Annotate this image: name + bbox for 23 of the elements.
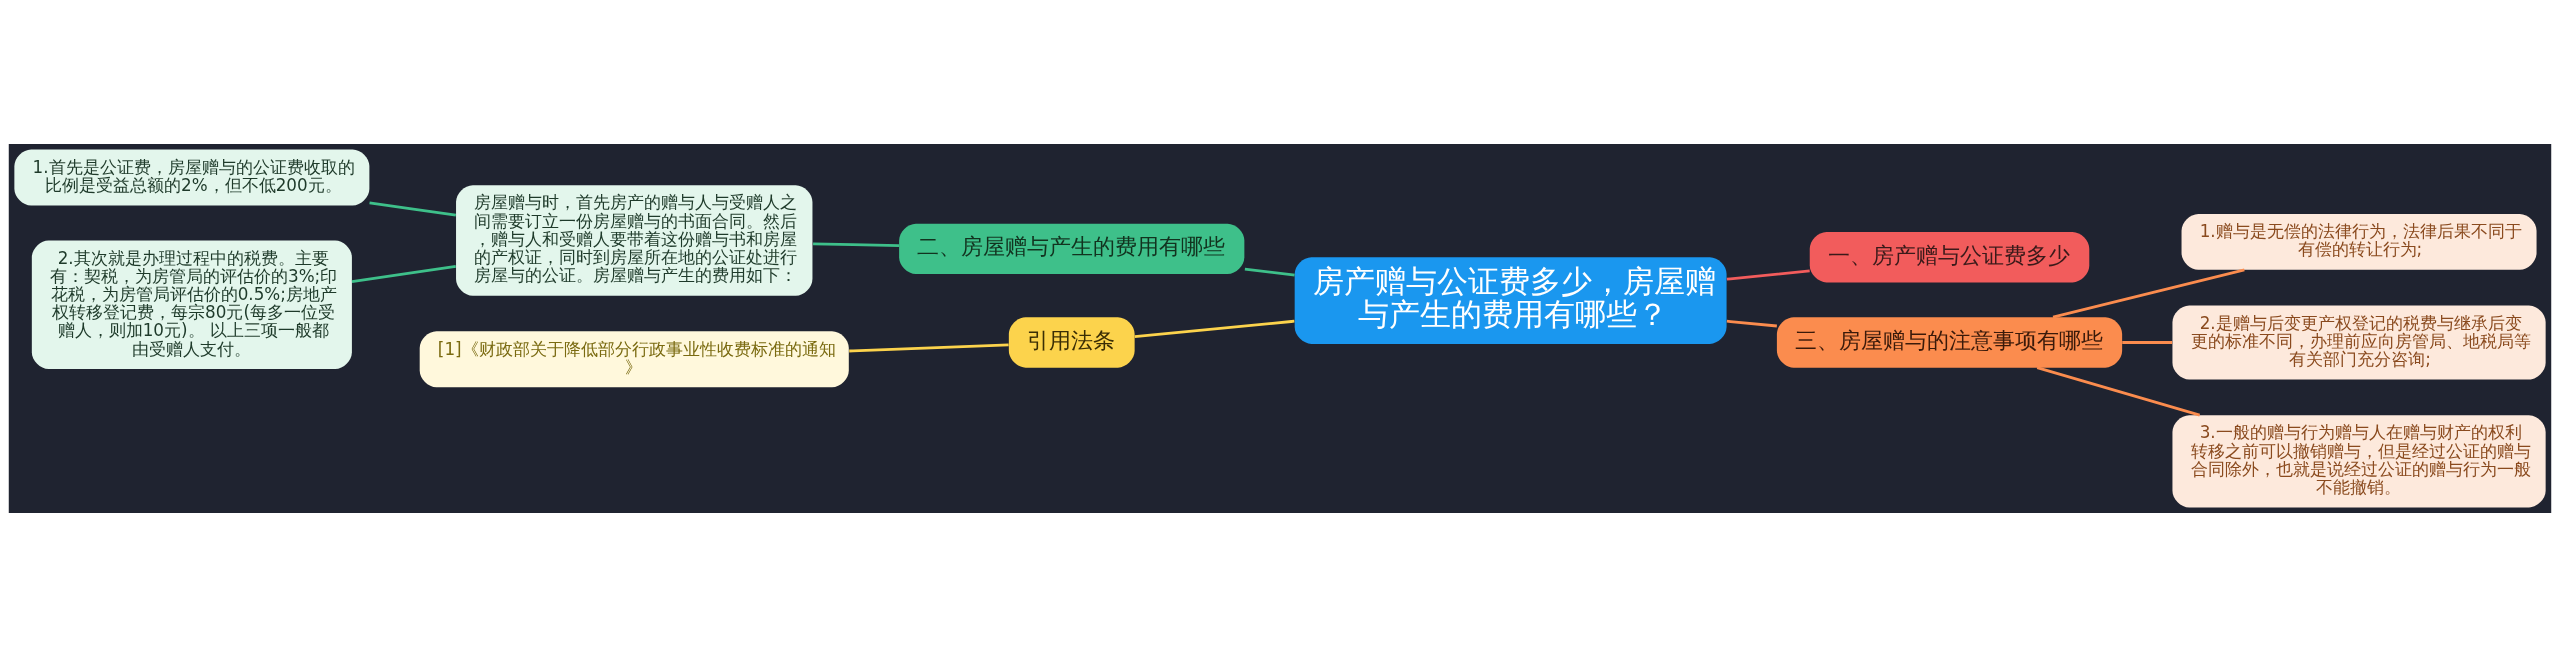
node-box: 二、房屋赠与产生的费用有哪些 — [899, 223, 1245, 274]
connector — [2036, 366, 2201, 417]
connector — [849, 343, 1009, 353]
connector — [2052, 268, 2245, 319]
connector — [369, 201, 457, 217]
connector — [2122, 341, 2173, 344]
node-box: 2.是赠与后变更产权登记的税费与继承后变更的标准不同，办理前应向房管局、地税局等有关部门充分咨询; — [2172, 305, 2546, 380]
connector — [1244, 267, 1295, 277]
connector — [1726, 319, 1777, 328]
node-box: 房产赠与公证费多少，房屋赠与产生的费用有哪些？ — [1294, 257, 1727, 344]
node-box: [1]《财政部关于降低部分行政事业性收费标准的通知》 — [419, 331, 849, 388]
node-box: 1.首先是公证费，房屋赠与的公证费收取的比例是受益总额的2%，但不低200元。 — [14, 149, 370, 206]
connector — [1726, 269, 1810, 281]
node-box: 三、房屋赠与的注意事项有哪些 — [1776, 317, 2123, 368]
connector — [351, 264, 456, 283]
node-box: 房屋赠与时，首先房产的赠与人与受赠人之间需要订立一份房屋赠与的书面合同。然后，赠与人和受赠人要带着这份赠与书和房屋的产权证，同时到房屋所在地的公证处进行房屋与的公证。房屋赠与产生的费用如下： — [456, 185, 813, 296]
node-box: 一、房产赠与公证费多少 — [1809, 232, 2090, 283]
node-box: 引用法条 — [1008, 317, 1135, 368]
connector — [1134, 319, 1295, 338]
connector — [813, 242, 900, 247]
node-box: 2.其次就是办理过程中的税费。主要有：契税，为房管局的评估价的3%;印花税，为房管局评估价的0.5%;房地产权转移登记费，每宗80元(每多一位受赠人，则加10元)。 以上三项一般都由受赠人支付。 — [31, 240, 352, 370]
node-box: 3.一般的赠与行为赠与人在赠与财产的权利转移之前可以撤销赠与，但是经过公证的赠与合同除外，也就是说经过公证的赠与行为一般不能撤销。 — [2172, 415, 2546, 508]
node-box: 1.赠与是无偿的法律行为，法律后果不同于有偿的转让行为; — [2181, 213, 2537, 270]
